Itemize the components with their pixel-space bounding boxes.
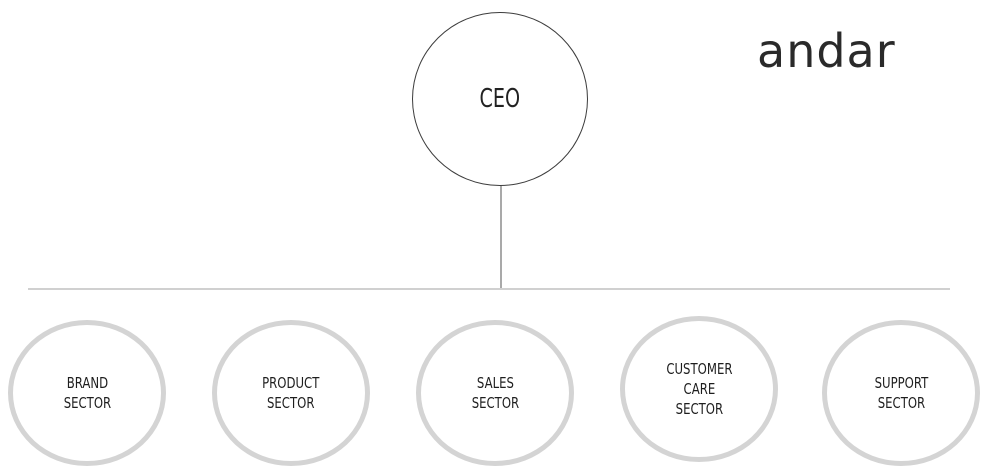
brand-sector-node: BRAND SECTOR <box>8 320 166 466</box>
brand-logo: andar <box>757 24 896 78</box>
customer-care-sector-label: CUSTOMER CARE SECTOR <box>665 360 733 418</box>
sales-sector-node: SALES SECTOR <box>416 320 574 466</box>
support-sector-label: SUPPORT SECTOR <box>874 374 928 412</box>
customer-care-sector-node: CUSTOMER CARE SECTOR <box>620 316 778 462</box>
ceo-node: CEO <box>412 12 588 186</box>
product-sector-node: PRODUCT SECTOR <box>212 320 370 466</box>
ceo-connector-line <box>500 186 502 289</box>
sector-bus-line <box>28 288 950 290</box>
support-sector-node: SUPPORT SECTOR <box>822 320 980 466</box>
sales-sector-label: SALES SECTOR <box>471 374 519 412</box>
brand-sector-label: BRAND SECTOR <box>63 374 111 412</box>
ceo-label: CEO <box>479 84 521 114</box>
product-sector-label: PRODUCT SECTOR <box>262 374 320 412</box>
